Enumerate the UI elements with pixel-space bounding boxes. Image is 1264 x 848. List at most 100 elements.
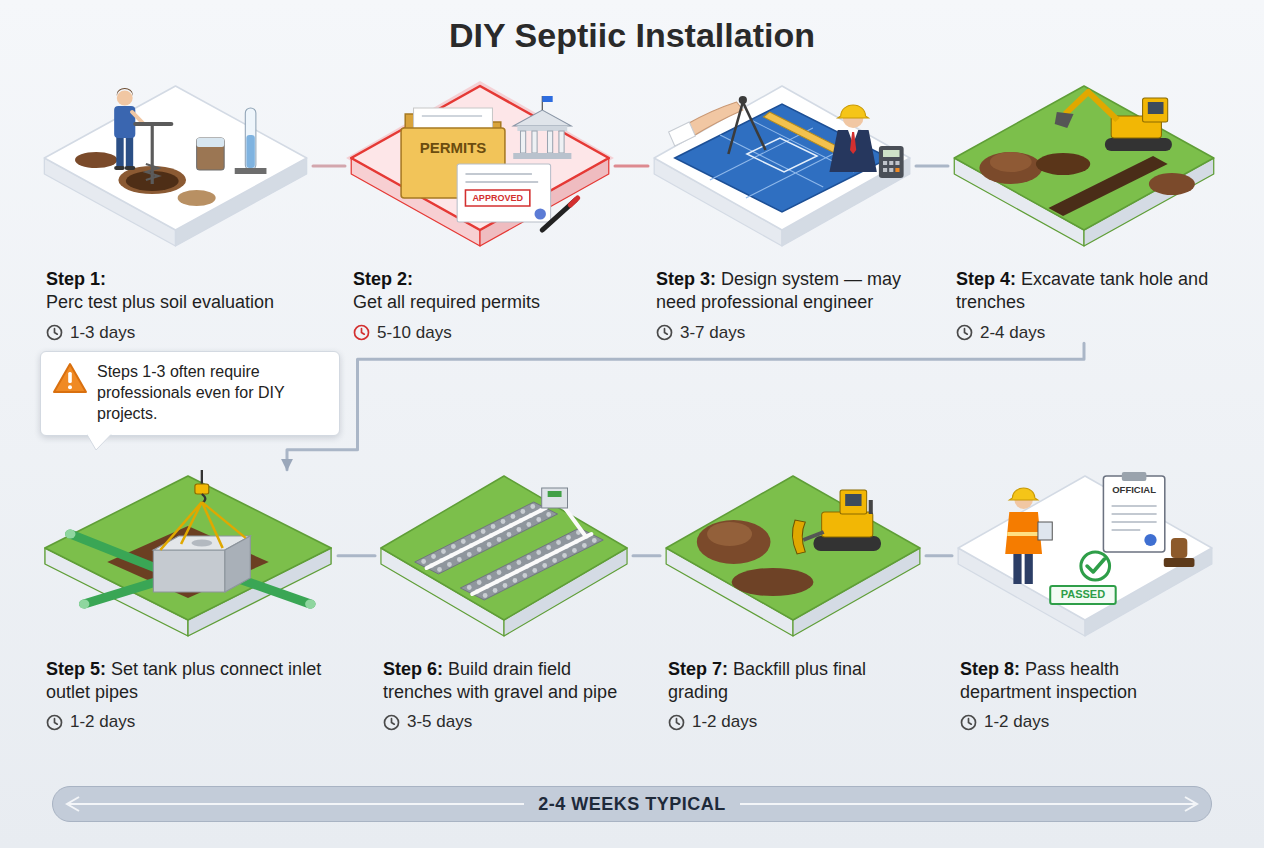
svg-circle [513,578,518,583]
svg-circle [546,512,551,517]
step-heading: Step 6: [383,659,443,679]
step-line: Step 7:Backfill plus final grading [668,658,922,704]
svg-circle [530,504,535,509]
svg-line [743,102,766,150]
duration-row: 1-2 days [46,711,334,733]
svg-polygon [460,528,603,600]
svg-circle [481,529,486,534]
svg-path [969,718,972,724]
svg-line [570,198,577,205]
svg-rect [1007,532,1041,536]
connector-line [633,554,660,557]
connector-line [287,343,1084,469]
duration-row: 2-4 days [956,322,1216,344]
svg-rect [197,138,225,170]
svg-path [160,502,245,550]
tile-platform [648,80,916,260]
svg-ellipse [75,152,117,168]
illustration-label: APPROVED [465,190,529,206]
clock-icon [668,714,685,731]
tile-platform [660,470,926,650]
svg-circle [562,553,567,558]
svg-line [1112,513,1157,515]
svg-path [87,434,111,450]
duration-row: 3-7 days [656,322,912,344]
svg-circle [572,548,577,553]
svg-line [465,181,538,183]
svg-path [55,329,58,335]
svg-circle [1144,534,1156,546]
svg-ellipse [707,522,752,546]
step-text: Step 5:Set tank plus connect inlet outle… [38,470,338,733]
svg-circle [65,529,75,538]
svg-circle [441,549,446,554]
band-text: 2-4 WEEKS TYPICAL [524,794,740,815]
svg-circle [592,538,597,543]
svg-rect [889,168,893,172]
svg-polygon [850,132,856,154]
svg-rect [845,494,861,506]
svg-path [392,718,395,724]
callout-box: Steps 1-3 often require professionals ev… [40,351,340,435]
warning-icon [52,362,88,394]
svg-line [803,532,823,540]
svg-circle [471,534,476,539]
svg-path [1005,512,1042,554]
svg-circle [384,715,398,729]
svg-rect [116,136,123,168]
svg-rect [1025,550,1033,584]
callout-text: Steps 1-3 often require professionals ev… [97,362,327,424]
step-line: Step 5:Set tank plus connect inlet outle… [46,658,334,704]
svg-circle [526,555,531,560]
svg-polygon [654,86,910,230]
svg-path [1087,559,1104,572]
clock-icon [383,714,400,731]
svg-circle [522,573,527,578]
step-heading: Step 3: [656,269,716,289]
illustration-label: OFFICIAL [1103,483,1164,498]
duration-text: 1-3 days [70,322,135,344]
svg-rect [1038,522,1052,540]
step-heading: Step 5: [46,659,106,679]
svg-circle [47,715,61,729]
svg-circle [497,537,502,542]
clock-icon [353,324,370,341]
svg-rect [1103,476,1164,552]
svg-polygon [513,110,571,126]
svg-rect [235,168,267,174]
svg-circle [517,527,522,532]
svg-circle [437,567,442,572]
svg-path [1065,92,1117,120]
svg-rect [822,512,873,537]
svg-rect [1143,98,1168,122]
svg-ellipse [732,568,814,596]
svg-path [55,718,58,724]
svg-rect [1105,138,1172,151]
svg-line [135,122,171,126]
svg-circle [957,325,971,339]
svg-circle [526,522,531,527]
svg-ellipse [697,520,771,564]
svg-line [1112,505,1157,507]
svg-rect [883,168,887,172]
svg-rect [559,131,564,153]
duration-text: 2-4 days [980,322,1045,344]
duration-text: 3-5 days [407,711,472,733]
svg-path [677,718,680,724]
svg-rect [195,484,209,494]
svg-line [1112,521,1157,523]
svg-circle [354,325,368,339]
step-node: Step 8:Pass health department inspection… [952,470,1218,733]
duration-row: 5-10 days [353,322,611,344]
svg-rect [457,164,550,222]
svg-rect [513,153,571,159]
svg-rect [879,146,904,178]
svg-line [84,582,156,604]
svg-rect [197,138,225,147]
duration-row: 3-5 days [383,711,629,733]
svg-ellipse [1149,173,1195,195]
svg-ellipse [1036,153,1090,175]
illustration-label: PASSED [1050,586,1115,604]
svg-rect [465,190,529,206]
svg-path [54,364,86,392]
